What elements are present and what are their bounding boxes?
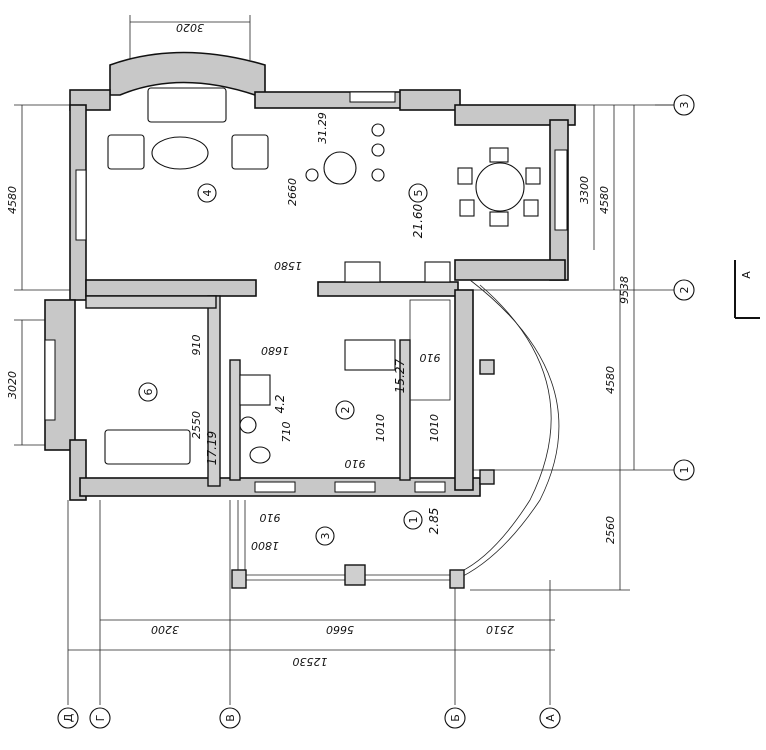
dim-top-bay: 3020 — [176, 21, 204, 34]
terrace — [231, 279, 560, 589]
room-6-number: 6 — [142, 389, 155, 396]
dim-left-3020: 3020 — [6, 371, 19, 399]
dim-2660: 2660 — [286, 178, 299, 206]
interior-walls — [85, 295, 411, 487]
axis-bottom-g: Г — [94, 714, 107, 721]
dim-1010-b: 1010 — [428, 414, 441, 442]
room-5-area: 21.60 — [411, 203, 425, 238]
dim-910-a: 910 — [190, 335, 203, 356]
dim-right-2560: 2560 — [604, 516, 617, 544]
room-1-area: 2.85 — [427, 508, 441, 535]
dim-right-9538: 9538 — [618, 276, 631, 304]
room-labels: 4 5 21.60 6 17.19 2 15.27 3 4.2 1 2.85 — [138, 183, 441, 546]
dimension-labels: 3020 3300 4580 9538 4580 2560 4580 3020 … — [6, 21, 631, 668]
dim-1800: 1800 — [251, 539, 279, 552]
dimension-lines — [14, 15, 675, 705]
windows — [44, 91, 568, 493]
section-marker: A — [734, 260, 760, 319]
dim-12530: 12530 — [293, 655, 328, 668]
dim-left-4580: 4580 — [6, 186, 19, 214]
furniture — [104, 87, 541, 465]
axis-bottom-b: Б — [449, 714, 462, 722]
room-5-number: 5 — [412, 190, 425, 197]
dim-1580: 1580 — [274, 259, 302, 272]
axis-right-2: 2 — [678, 287, 691, 294]
dim-3200: 3200 — [151, 623, 179, 636]
dim-5660: 5660 — [326, 623, 354, 636]
dim-2510: 2510 — [486, 623, 514, 636]
dim-2550: 2550 — [190, 411, 203, 439]
dim-right-4580-top: 4580 — [598, 186, 611, 214]
dim-1680: 1680 — [261, 344, 289, 357]
axis-right-3: 3 — [678, 102, 691, 109]
dim-910-b: 910 — [420, 351, 441, 364]
room-3-number: 3 — [319, 533, 332, 540]
dim-right-3300: 3300 — [578, 176, 591, 204]
axis-right-1: 1 — [678, 467, 691, 474]
room-2-number: 2 — [339, 407, 352, 414]
dim-right-4580-mid: 4580 — [604, 366, 617, 394]
room-2-area: 15.27 — [393, 358, 407, 393]
axis-bottom-v: В — [224, 714, 237, 722]
axis-bottom-a: А — [544, 714, 557, 722]
dim-910-d: 910 — [260, 511, 281, 524]
room-3-area: 4.2 — [273, 394, 287, 413]
room-4-number: 4 — [201, 190, 214, 197]
room-6-area: 17.19 — [205, 431, 219, 465]
dim-910-c: 910 — [345, 457, 366, 470]
axis-bottom-d: Д — [62, 713, 75, 722]
dim-1010-a: 1010 — [374, 414, 387, 442]
dim-710: 710 — [280, 422, 293, 443]
section-label: A — [740, 271, 753, 279]
room-1-number: 1 — [407, 517, 420, 524]
dim-31-29: 31.29 — [316, 112, 329, 144]
exterior-walls — [44, 51, 576, 501]
axis-markers: 3 2 1 Д Г В Б А — [57, 94, 695, 729]
